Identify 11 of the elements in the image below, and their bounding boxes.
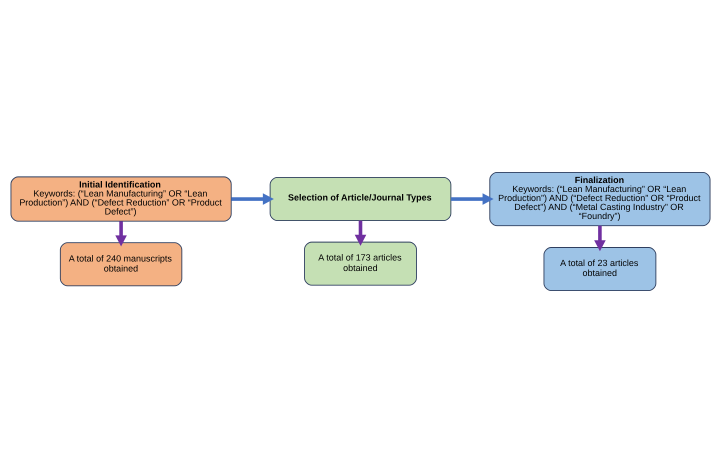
arrow bbox=[231, 193, 274, 205]
arrow bbox=[450, 193, 494, 205]
node-box: A total of 173 articles obtained bbox=[304, 242, 417, 286]
node-box: Selection of Article/Journal Types bbox=[270, 177, 452, 222]
arrow bbox=[354, 220, 366, 246]
node-box: A total of 23 articles obtained bbox=[544, 247, 656, 292]
arrow bbox=[115, 221, 127, 246]
node-box: Initial Identification Keywords: (“Lean Manufacturing” OR “Lean Production”) AND (“Defect Reduction” OR “Product Defect”) bbox=[10, 176, 232, 222]
node-box: Finalization Keywords: (“Lean Manufacturing” OR “Lean Production”) AND (“Defect Reduction” OR “Product Defect”) AND (“Metal Casting Industry” OR “Foundry”) bbox=[489, 172, 710, 226]
node-box: A total of 240 manuscripts obtained bbox=[60, 242, 182, 286]
arrow bbox=[594, 226, 606, 252]
